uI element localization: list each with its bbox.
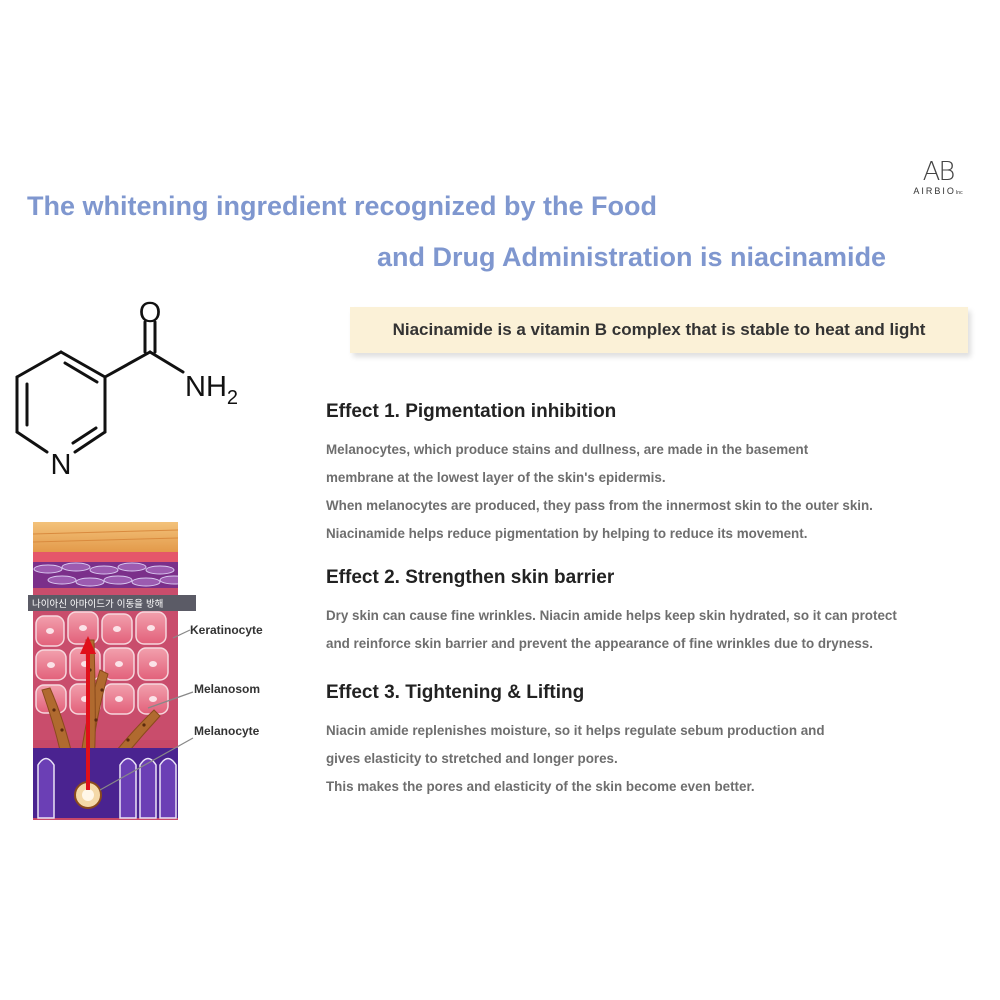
effect-3-line: gives elasticity to stretched and longer… — [326, 751, 618, 766]
nitrogen-label: N — [51, 449, 72, 481]
ring-bond — [73, 430, 107, 454]
effect-1-line: Niacinamide helps reduce pigmentation by… — [326, 526, 808, 541]
effect-2-line: and reinforce skin barrier and prevent t… — [326, 636, 873, 651]
summary-banner-text: Niacinamide is a vitamin B complex that … — [392, 320, 926, 339]
label-leader — [172, 629, 191, 639]
logo-mark: AB — [922, 157, 956, 187]
ring-bond — [15, 430, 49, 454]
label-leader — [147, 691, 194, 709]
effect-2-title: Effect 2. Strengthen skin barrier — [326, 567, 615, 588]
effect-2-line: Dry skin can cause fine wrinkles. Niacin… — [326, 608, 897, 623]
amine-label: NH2 — [185, 371, 238, 409]
effect-1-line: When melanocytes are produced, they pass… — [326, 498, 873, 513]
label-keratinocyte: Keratinocyte — [190, 623, 263, 637]
ring-bond — [59, 350, 107, 379]
label-melanosom: Melanosom — [194, 682, 260, 696]
skin-caption: 나이아신 아마이드가 이동을 방해 — [32, 598, 163, 610]
effect-1-line: Melanocytes, which produce stains and du… — [326, 442, 809, 457]
effect-1: Effect 1. Pigmentation inhibition Melano… — [326, 401, 996, 548]
page-title-line-1: The whitening ingredient recognized by t… — [27, 191, 658, 221]
skin-layer-diagram: 나이아신 아마이드가 이동을 방해 Keratinocyte Melanosom… — [28, 522, 263, 820]
effect-1-title: Effect 1. Pigmentation inhibition — [326, 401, 617, 422]
effect-1-line: membrane at the lowest layer of the skin… — [326, 470, 666, 485]
summary-banner: Niacinamide is a vitamin B complex that … — [350, 307, 968, 353]
skin-caption-bg — [28, 595, 196, 611]
logo-suffix: Inc — [955, 190, 963, 196]
effect-2: Effect 2. Strengthen skin barrier Dry sk… — [326, 567, 996, 658]
effect-3-title: Effect 3. Tightening & Lifting — [326, 682, 585, 703]
effect-3: Effect 3. Tightening & Lifting Niacin am… — [326, 682, 996, 801]
oxygen-label: O — [139, 297, 162, 329]
amine-subscript: 2 — [227, 387, 238, 409]
label-leader — [99, 737, 194, 791]
ring-bond — [15, 350, 63, 379]
ring-double-bond — [71, 426, 98, 445]
brand-logo: AB AIRBIOInc — [902, 157, 974, 196]
effect-3-line: Niacin amide replenishes moisture, so it… — [326, 723, 825, 738]
logo-name: AIRBIOInc — [913, 186, 963, 196]
label-melanocyte: Melanocyte — [194, 724, 260, 738]
amide-bond — [148, 350, 185, 374]
side-bond — [103, 350, 152, 379]
effect-3-line: This makes the pores and elasticity of t… — [326, 779, 755, 794]
ring-double-bond — [63, 361, 99, 384]
page-title-line-2: and Drug Administration is niacinamide — [377, 242, 887, 272]
niacinamide-structure: O NH2 N — [15, 297, 238, 481]
